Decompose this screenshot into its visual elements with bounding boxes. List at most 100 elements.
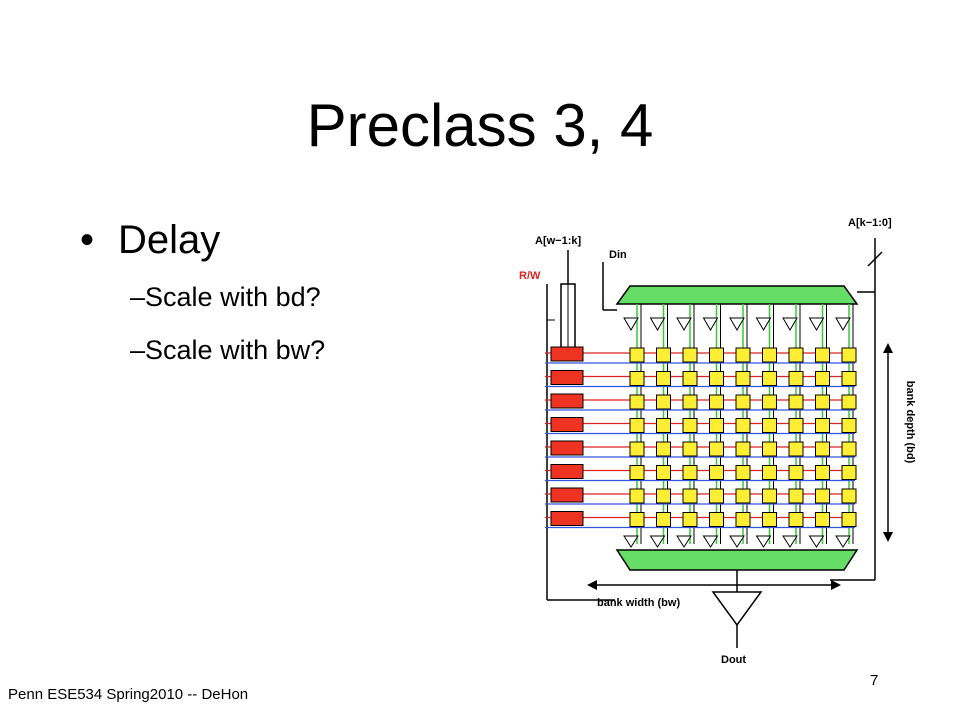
memory-cell [656, 347, 671, 363]
memory-cell [629, 488, 645, 504]
slide-title: Preclass 3, 4 [306, 92, 654, 159]
memory-cell [656, 465, 671, 480]
memory-cell [735, 465, 751, 480]
sense-amp [782, 535, 798, 548]
row-decoder [550, 440, 584, 456]
write-buffer [729, 317, 745, 331]
memory-cell [841, 512, 857, 527]
memory-cell [709, 371, 724, 386]
sense-amp [623, 535, 639, 548]
output-mux-trapezoid [615, 549, 859, 571]
memory-cell [841, 347, 857, 363]
memory-cell [735, 418, 751, 433]
sub-bullet-bd: –Scale with bd? [130, 280, 321, 314]
label-bank-depth: bank depth (bd) [904, 381, 915, 464]
write-buffer [649, 317, 666, 331]
memory-cell [629, 394, 645, 410]
memory-cell [709, 347, 724, 363]
memory-cell [629, 465, 645, 480]
memory-cell [656, 394, 671, 410]
bullet-delay: • Delay [80, 216, 220, 264]
memory-cell [709, 394, 724, 410]
memory-cell [629, 371, 645, 386]
memory-cell [841, 394, 857, 410]
memory-cell [788, 512, 804, 527]
memory-cell [735, 347, 751, 363]
bullet-marker: • [80, 218, 95, 262]
row-decoder [550, 370, 584, 385]
memory-array [545, 304, 857, 548]
memory-cell [815, 488, 830, 504]
memory-cell [629, 441, 645, 457]
memory-cell [656, 512, 671, 527]
write-buffer [835, 317, 851, 331]
row-decoder [550, 464, 584, 479]
sub-bullet-text: Scale with bw? [145, 335, 326, 365]
memory-cell [735, 488, 751, 504]
sense-amp [755, 535, 772, 548]
memory-cell [788, 441, 804, 457]
memory-cell [788, 465, 804, 480]
bank-width-arrow [587, 580, 841, 590]
memory-cell [841, 465, 857, 480]
memory-cell [629, 512, 645, 527]
label-addr-high: A[k−1:0] [848, 217, 892, 229]
rw-line [546, 284, 615, 601]
memory-cell [762, 512, 777, 527]
memory-cell [735, 441, 751, 457]
row-decoder [550, 511, 584, 526]
sub-bullet-bw: –Scale with bw? [130, 333, 325, 367]
label-bank-width: bank width (bw) [597, 597, 680, 609]
memory-cell [841, 418, 857, 433]
memory-cell [682, 465, 698, 480]
memory-cell [762, 371, 777, 386]
memory-cell [629, 418, 645, 433]
memory-cell [682, 394, 698, 410]
memory-cell [709, 488, 724, 504]
label-rw: R/W [519, 270, 541, 282]
label-din: Din [609, 249, 627, 261]
addr-low-bus [560, 250, 576, 351]
memory-cell [709, 512, 724, 527]
memory-cell [815, 465, 830, 480]
row-decoder [550, 487, 584, 503]
memory-cell [815, 371, 830, 386]
sense-amp [808, 535, 825, 548]
memory-cell [709, 441, 724, 457]
write-buffer [623, 317, 639, 331]
memory-cell [788, 371, 804, 386]
write-buffer [702, 317, 719, 331]
memory-cell [841, 371, 857, 386]
write-buffer [755, 317, 772, 331]
memory-cell [815, 418, 830, 433]
row-decoder [550, 393, 584, 409]
memory-cell [815, 394, 830, 410]
page-number: 7 [870, 672, 879, 689]
bullet-text: Delay [118, 218, 221, 262]
memory-cell [709, 418, 724, 433]
memory-cell [815, 441, 830, 457]
memory-cell [656, 441, 671, 457]
memory-cell [815, 512, 830, 527]
memory-cell [629, 347, 645, 363]
memory-cell [841, 488, 857, 504]
memory-cell [656, 371, 671, 386]
memory-cell [682, 418, 698, 433]
sense-amp [729, 535, 745, 548]
sense-amp [649, 535, 666, 548]
memory-cell [682, 371, 698, 386]
input-driver-trapezoid [615, 285, 859, 305]
memory-cell [735, 394, 751, 410]
sub-bullet-text: Scale with bd? [145, 282, 321, 312]
footer: Penn ESE534 Spring2010 -- DeHon [8, 686, 249, 703]
memory-cell [656, 418, 671, 433]
sense-amp [676, 535, 692, 548]
row-decoder [550, 346, 584, 362]
sub-marker: – [130, 335, 146, 365]
memory-cell [841, 441, 857, 457]
memory-cell [762, 347, 777, 363]
write-buffer [808, 317, 825, 331]
label-addr-low: A[w−1:k] [535, 235, 581, 247]
row-decoder [550, 417, 584, 432]
